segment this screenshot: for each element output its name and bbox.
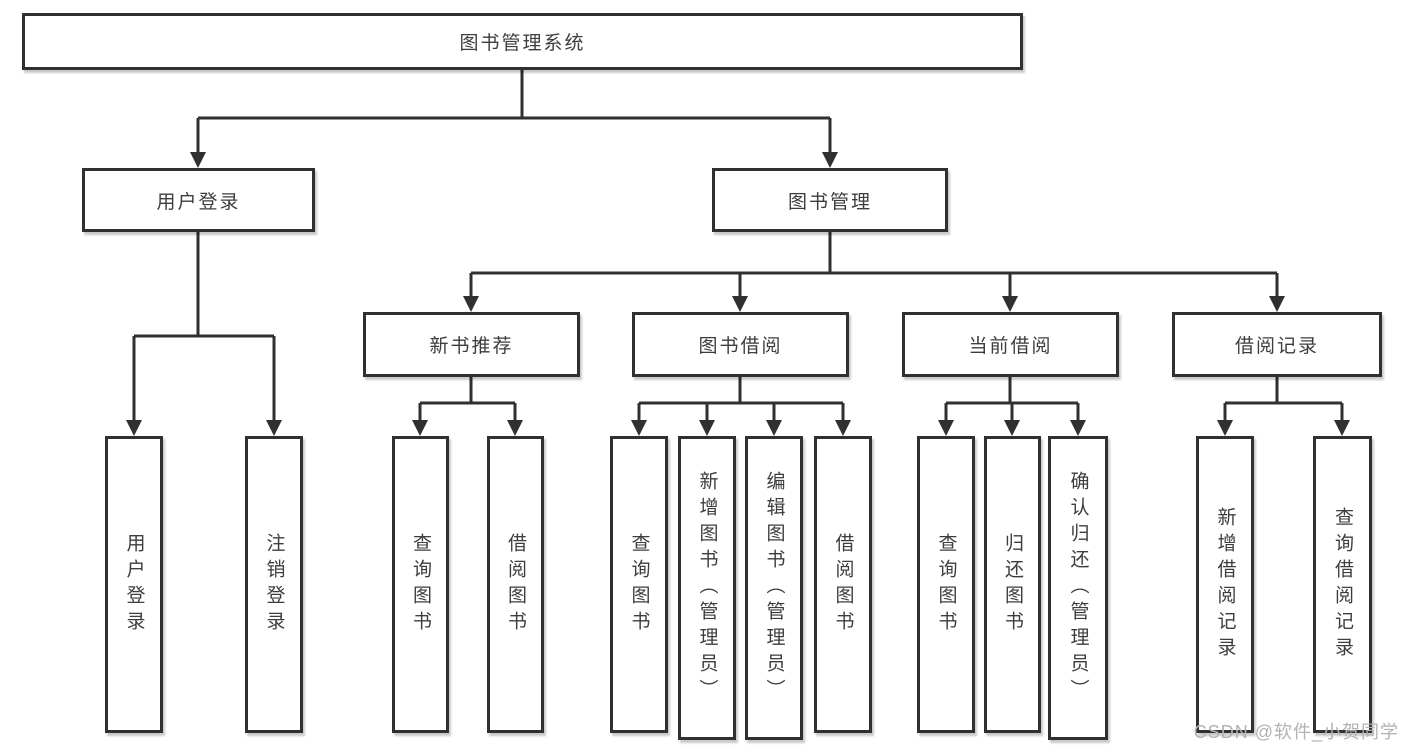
arrowhead-icon: [190, 152, 206, 168]
connector-line: [944, 377, 1080, 421]
arrowhead-icon: [412, 420, 428, 436]
connector-line: [637, 377, 845, 421]
node-leaf-cb-query-books: 查询图书: [917, 436, 975, 733]
arrowhead-icon: [732, 296, 748, 312]
node-leaf-nb-query-books: 查询图书: [392, 436, 449, 733]
node-label: 当前借阅: [968, 336, 1053, 357]
node-current-borrowing: 当前借阅: [902, 312, 1119, 377]
node-label: 图书借阅: [698, 336, 783, 357]
arrowhead-icon: [822, 152, 838, 168]
connector-book-management-children: [463, 232, 1285, 312]
node-label: 新增借阅记录: [1214, 506, 1236, 663]
connector-line: [469, 232, 1279, 297]
arrowhead-icon: [835, 420, 851, 436]
node-leaf-bb-edit-books-admin: 编辑图书（管理员）: [745, 436, 803, 740]
connector-book-borrowing-children: [631, 377, 851, 436]
arrowhead-icon: [1217, 420, 1233, 436]
arrowhead-icon: [266, 420, 282, 436]
node-book-management: 图书管理: [712, 168, 948, 232]
node-label: 注销登录: [263, 532, 285, 637]
connector-line: [1223, 377, 1344, 421]
node-leaf-logout: 注销登录: [245, 436, 303, 733]
node-label: 确认归还（管理员）: [1067, 471, 1089, 705]
connector-line: [132, 232, 276, 421]
node-user-login: 用户登录: [82, 168, 315, 232]
connector-new-books-children: [412, 377, 523, 436]
node-leaf-cb-return-books: 归还图书: [984, 436, 1041, 733]
node-book-borrowing: 图书借阅: [632, 312, 849, 377]
connector-borrowing-records-children: [1217, 377, 1350, 436]
node-label: 用户登录: [123, 532, 145, 637]
node-new-book-recommendation: 新书推荐: [363, 312, 580, 377]
node-book-management-system: 图书管理系统: [22, 13, 1023, 70]
arrowhead-icon: [766, 420, 782, 436]
arrowhead-icon: [1334, 420, 1350, 436]
node-leaf-br-query-record: 查询借阅记录: [1313, 436, 1372, 733]
arrowhead-icon: [126, 420, 142, 436]
arrowhead-icon: [1269, 296, 1285, 312]
node-label: 新书推荐: [429, 336, 514, 357]
connector-user-login-children: [126, 232, 282, 436]
node-label: 图书管理: [787, 191, 872, 213]
node-label: 用户登录: [156, 191, 241, 213]
node-leaf-br-add-record: 新增借阅记录: [1196, 436, 1254, 733]
arrowhead-icon: [1002, 296, 1018, 312]
node-label: 归还图书: [1002, 532, 1023, 637]
node-label: 借阅记录: [1234, 336, 1319, 357]
node-label: 图书管理系统: [459, 33, 586, 54]
connector-line: [196, 70, 832, 153]
node-label: 编辑图书（管理员）: [763, 471, 785, 705]
arrowhead-icon: [1070, 420, 1086, 436]
arrowhead-icon: [699, 420, 715, 436]
node-leaf-bb-query-books: 查询图书: [610, 436, 668, 733]
node-borrowing-records: 借阅记录: [1172, 312, 1382, 377]
connector-current-borrowing-children: [938, 377, 1086, 436]
node-leaf-cb-confirm-return-admin: 确认归还（管理员）: [1048, 436, 1108, 740]
node-label: 查询图书: [628, 532, 650, 637]
connector-line: [418, 377, 517, 421]
arrowhead-icon: [1004, 420, 1020, 436]
arrowhead-icon: [938, 420, 954, 436]
node-label: 查询借阅记录: [1332, 506, 1353, 663]
node-label: 新增图书（管理员）: [696, 471, 718, 705]
node-leaf-bb-add-books-admin: 新增图书（管理员）: [678, 436, 736, 740]
node-label: 借阅图书: [832, 532, 854, 637]
node-label: 查询图书: [410, 532, 431, 637]
arrowhead-icon: [507, 420, 523, 436]
node-leaf-nb-borrow-books: 借阅图书: [487, 436, 544, 733]
arrowhead-icon: [631, 420, 647, 436]
node-label: 查询图书: [935, 532, 957, 637]
node-label: 借阅图书: [505, 532, 526, 637]
csdn-watermark: CSDN @软件_小贺同学: [1193, 722, 1399, 742]
node-leaf-user-login: 用户登录: [105, 436, 163, 733]
arrowhead-icon: [463, 296, 479, 312]
node-leaf-bb-borrow-books: 借阅图书: [814, 436, 872, 733]
connector-root-to-level2: [190, 70, 838, 168]
